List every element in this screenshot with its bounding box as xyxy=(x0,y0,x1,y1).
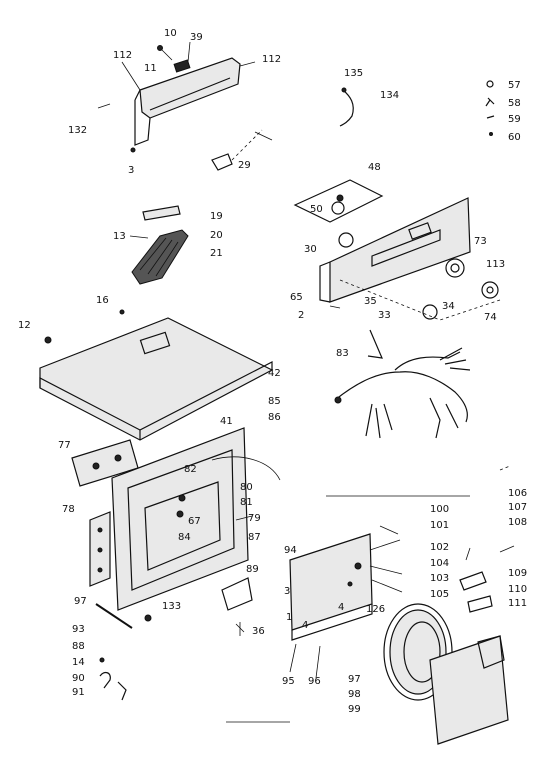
bracket-77 xyxy=(71,439,139,487)
callout-l4b: 4 xyxy=(302,620,308,631)
callout-l93: 93 xyxy=(72,624,85,635)
callout-l111: 111 xyxy=(508,598,527,609)
callout-l83: 83 xyxy=(336,348,349,359)
callout-l107: 107 xyxy=(508,502,527,513)
callout-l99: 99 xyxy=(348,704,361,715)
callout-l2: 2 xyxy=(298,310,304,321)
callout-l135: 135 xyxy=(344,68,363,79)
callout-l103: 103 xyxy=(430,573,449,584)
callout-l100: 100 xyxy=(430,504,449,515)
callout-l105: 105 xyxy=(430,589,449,600)
callout-l29: 29 xyxy=(238,160,251,171)
callout-l34: 34 xyxy=(442,301,455,312)
callout-l84: 84 xyxy=(178,532,191,543)
panel-78 xyxy=(89,511,111,587)
callout-l102: 102 xyxy=(430,542,449,553)
callout-labels: 10 39 112 11 112 132 3 135 134 57 58 59 … xyxy=(18,28,527,715)
callout-l60: 60 xyxy=(508,132,521,143)
callout-l79: 79 xyxy=(248,513,261,524)
callout-l108: 108 xyxy=(508,517,527,528)
callout-l98: 98 xyxy=(348,689,361,700)
callout-l87: 87 xyxy=(248,532,261,543)
callout-l10: 10 xyxy=(164,28,177,39)
callout-l12: 12 xyxy=(18,320,31,331)
callout-l126: 126 xyxy=(366,604,385,615)
callout-l106: 106 xyxy=(508,488,527,499)
part-29 xyxy=(211,129,273,171)
callout-l85: 85 xyxy=(268,396,281,407)
callout-l1: 1 xyxy=(286,612,292,623)
callout-l16: 16 xyxy=(96,295,109,306)
lint-screen-assembly xyxy=(129,205,189,285)
callout-l112b: 112 xyxy=(262,54,281,65)
callout-l96: 96 xyxy=(308,676,321,687)
callout-l89: 89 xyxy=(246,564,259,575)
callout-l67: 67 xyxy=(188,516,201,527)
callout-l21: 21 xyxy=(210,248,223,259)
callout-l112a: 112 xyxy=(113,50,132,61)
callout-l97b: 97 xyxy=(348,674,361,685)
callout-l73: 73 xyxy=(474,236,487,247)
callout-l95: 95 xyxy=(282,676,295,687)
cabinet-front xyxy=(111,427,281,611)
door-strike-hardware xyxy=(95,603,152,701)
callout-l77: 77 xyxy=(58,440,71,451)
callout-l78: 78 xyxy=(62,504,75,515)
callout-l74: 74 xyxy=(484,312,497,323)
hardware-set xyxy=(485,80,495,136)
callout-l3b: 3 xyxy=(284,586,290,597)
callout-l35: 35 xyxy=(364,296,377,307)
callout-l134: 134 xyxy=(380,90,399,101)
callout-l36: 36 xyxy=(252,626,265,637)
callout-l94: 94 xyxy=(284,545,297,556)
callout-l65: 65 xyxy=(290,292,303,303)
door-panel xyxy=(429,545,515,745)
callout-l59: 59 xyxy=(508,114,521,125)
callout-l11: 11 xyxy=(144,63,157,74)
callout-l88: 88 xyxy=(72,641,85,652)
callout-l30: 30 xyxy=(304,244,317,255)
callout-l81: 81 xyxy=(240,497,253,508)
callout-l41: 41 xyxy=(220,416,233,427)
control-bracket-assembly xyxy=(97,41,256,153)
callout-l80: 80 xyxy=(240,482,253,493)
callout-l91: 91 xyxy=(72,687,85,698)
callout-l4a: 4 xyxy=(338,602,344,613)
callout-l90: 90 xyxy=(72,673,85,684)
callout-l82: 82 xyxy=(184,464,197,475)
callout-l20: 20 xyxy=(210,230,223,241)
callout-l13: 13 xyxy=(113,231,126,242)
callout-l109: 109 xyxy=(508,568,527,579)
wire-harness xyxy=(334,329,471,439)
callout-l58: 58 xyxy=(508,98,521,109)
bulkhead-assembly xyxy=(289,525,403,679)
callout-l133: 133 xyxy=(162,601,181,612)
callout-l97: 97 xyxy=(74,596,87,607)
callout-l113: 113 xyxy=(486,259,505,270)
callout-l14: 14 xyxy=(72,657,85,668)
callout-l3a: 3 xyxy=(128,165,134,176)
callout-l50: 50 xyxy=(310,204,323,215)
callout-l57: 57 xyxy=(508,80,521,91)
leader-lines xyxy=(226,465,511,723)
callout-l104: 104 xyxy=(430,558,449,569)
control-console xyxy=(293,179,501,321)
callout-l132: 132 xyxy=(68,125,87,136)
callout-l86: 86 xyxy=(268,412,281,423)
callout-l42: 42 xyxy=(268,368,281,379)
callout-l19: 19 xyxy=(210,211,223,222)
clip-134 xyxy=(339,87,354,127)
callout-l48: 48 xyxy=(368,162,381,173)
callout-l39: 39 xyxy=(190,32,203,43)
callout-l101: 101 xyxy=(430,520,449,531)
hinge-89 xyxy=(221,577,253,636)
callout-l110: 110 xyxy=(508,584,527,595)
callout-l33: 33 xyxy=(378,310,391,321)
top-panel xyxy=(39,309,274,441)
